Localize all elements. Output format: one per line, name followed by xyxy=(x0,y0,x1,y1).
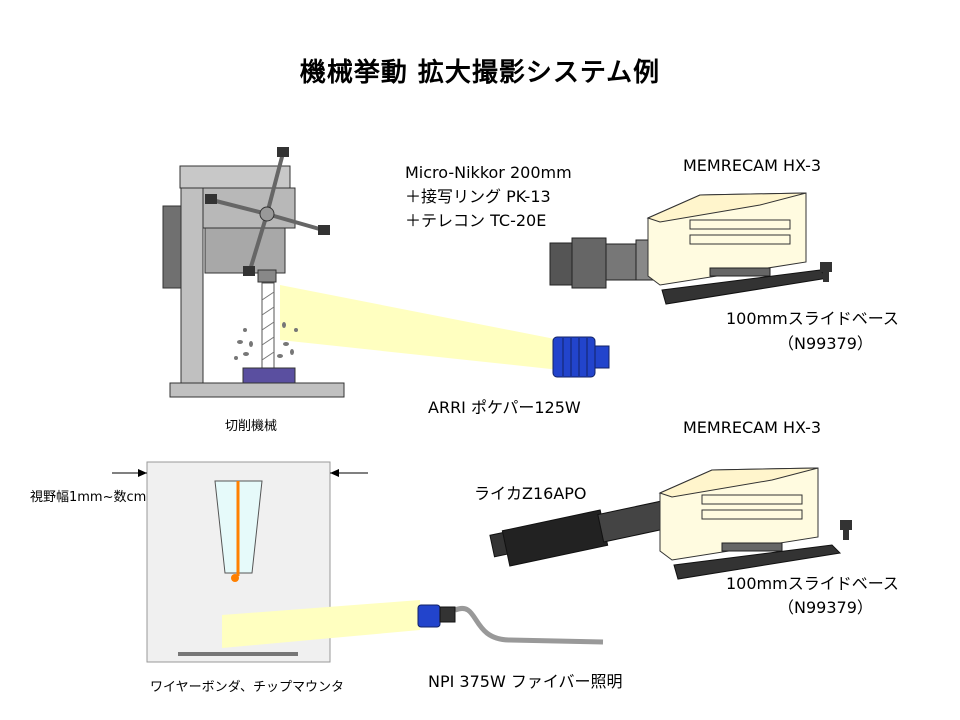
camera-label-top: MEMRECAM HX-3 xyxy=(683,156,822,175)
lens-label-line-2: ＋接写リング PK-13 xyxy=(405,187,551,206)
workpiece xyxy=(242,367,296,386)
camera-top xyxy=(549,192,832,305)
page-title: 機械挙動 拡大撮影システム例 xyxy=(299,58,661,88)
slide-base-code-bottom: （N99379） xyxy=(778,598,873,617)
camera-label-bottom: MEMRECAM HX-3 xyxy=(683,418,822,437)
bonder-label: ワイヤーボンダ、チップマウンタ xyxy=(150,680,344,695)
lens-label-line-1: Micro-Nikkor 200mm xyxy=(405,163,572,182)
lens-label-line-3: ＋テレコン TC-20E xyxy=(405,211,547,230)
cutting-machine xyxy=(162,147,330,386)
slide-base-label-bottom: 100mmスライドベース xyxy=(726,574,899,593)
fiber-light xyxy=(417,604,604,645)
light-beam-top xyxy=(280,285,560,370)
fov-label: 視野幅1mm~数cm xyxy=(30,490,147,505)
fiber-light-label: NPI 375W ファイバー照明 xyxy=(428,672,623,691)
cutting-machine-label: 切削機械 xyxy=(225,419,278,434)
arri-lamp xyxy=(552,336,610,378)
machine-base xyxy=(169,382,345,398)
light-beam-bottom xyxy=(222,600,420,648)
camera-bottom xyxy=(489,467,852,580)
slide-base-label-top: 100mmスライドベース xyxy=(726,309,899,328)
arri-light-label: ARRI ポケパー125W xyxy=(428,398,581,417)
leica-lens-label: ライカZ16APO xyxy=(474,484,587,503)
substrate-line xyxy=(178,652,298,656)
metal-chips xyxy=(234,322,298,360)
slide-base-code-top: （N99379） xyxy=(778,334,873,353)
bond-ball xyxy=(231,574,239,582)
